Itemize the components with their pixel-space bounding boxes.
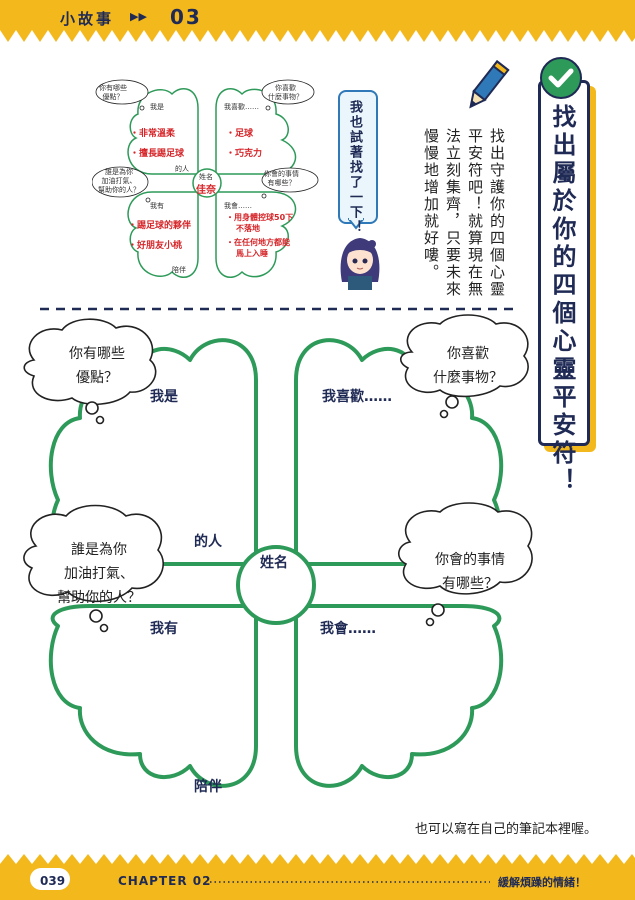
- example-item: ・巧克力: [226, 149, 263, 159]
- example-center-name: 佳奈: [196, 185, 216, 196]
- worksheet-q-line: 你喜歡: [447, 346, 489, 362]
- worksheet-q-line: 加油打氣、: [64, 566, 134, 582]
- worksheet-label-bottom-right: 我會……: [320, 621, 376, 637]
- speech-bubble: [338, 90, 378, 224]
- example-q-bottom-left-line: 誰是為你: [105, 168, 133, 176]
- worksheet-q-bottom-left: 誰是為你 加油打氣、 幫助你的人？: [44, 538, 154, 610]
- worksheet-center-label: 姓名: [260, 555, 288, 571]
- example-label-bottom: 陪伴: [172, 266, 186, 274]
- example-label-middle: 的人: [175, 165, 189, 173]
- body-text: 找出守護你的四個心靈平安符吧！就算現在無法立刻集齊，只要未來慢慢地增加就好嘍。: [422, 128, 506, 298]
- example-item: 馬上入睡: [236, 249, 268, 258]
- example-items-bottom-left: ・踢足球的夥伴 ・好朋友小桃: [128, 216, 191, 256]
- example-item: ・好朋友小桃: [128, 241, 183, 251]
- example-q-top-left: 你有哪些 優點？: [99, 84, 127, 102]
- worksheet-label-top-left: 我是: [150, 389, 178, 405]
- footer-band: [0, 854, 635, 900]
- worksheet-label-middle: 的人: [194, 534, 222, 550]
- worksheet-label-bottom: 陪伴: [194, 779, 222, 795]
- speech-text: 我也試著找了一下！: [347, 100, 362, 235]
- example-label-top-left: 我是: [150, 103, 164, 111]
- worksheet-q-line: 幫助你的人？: [57, 590, 141, 606]
- header-band: [0, 0, 635, 42]
- worksheet-label-top-right: 我喜歡……: [322, 389, 392, 405]
- example-item: 不落地: [236, 224, 260, 233]
- example-item: ・踢足球的夥伴: [128, 221, 192, 231]
- example-center-label: 姓名: [199, 173, 213, 181]
- worksheet-q-line: 你會的事情: [435, 552, 505, 568]
- example-items-top-left: ・非常溫柔 ・擅長踢足球: [130, 124, 184, 164]
- worksheet-q-top-left: 你有哪些 優點？: [52, 342, 142, 390]
- worksheet-clover: [23, 314, 533, 788]
- example-item: ・擅長踢足球: [130, 149, 185, 159]
- example-q-top-right-line: 你喜歡: [275, 84, 296, 92]
- chapter-subtitle: 緩解煩躁的情緒！: [498, 876, 586, 889]
- note-text: 也可以寫在自己的筆記本裡喔。: [415, 822, 598, 837]
- header-number: 03: [170, 5, 202, 29]
- example-q-top-left-line: 優點？: [102, 93, 124, 101]
- example-items-top-right: ・足球 ・巧克力: [226, 124, 262, 164]
- speech-tail: [348, 218, 364, 230]
- worksheet-label-bottom-left: 我有: [150, 621, 178, 637]
- example-item: ・非常溫柔: [130, 129, 176, 139]
- worksheet-q-line: 誰是為你: [71, 542, 127, 558]
- double-arrow-icon: ▶▶: [130, 10, 147, 23]
- girl-character-icon: [340, 238, 380, 290]
- heading-box: [538, 80, 590, 446]
- example-clover: [92, 79, 319, 278]
- worksheet-q-bottom-right: 你會的事情 有哪些？: [420, 548, 520, 596]
- page-heading: 找出屬於你的四個心靈平安符！: [548, 104, 576, 496]
- example-items-bottom-right: ・用身體控球50下 不落地 ・在任何地方都能 馬上入睡: [226, 212, 293, 259]
- worksheet-q-top-right: 你喜歡 什麼事物？: [418, 342, 518, 390]
- example-item: ・用身體控球50下: [226, 213, 294, 222]
- example-q-bottom-right-line: 有哪些？: [267, 179, 296, 187]
- example-q-bottom-left: 誰是為你 加油打氣、 幫助你的人？: [98, 168, 140, 195]
- example-q-bottom-right: 你會的事情 有哪些？: [264, 170, 299, 188]
- worksheet-q-line: 有哪些？: [442, 576, 498, 592]
- worksheet-q-line: 你有哪些: [69, 346, 125, 362]
- worksheet-q-line: 什麼事物？: [433, 370, 503, 386]
- check-icon: [540, 57, 582, 99]
- example-item: ・在任何地方都能: [226, 238, 290, 247]
- pencil-icon: [469, 60, 510, 109]
- example-item: ・足球: [226, 129, 254, 139]
- page-number: 039: [40, 874, 66, 888]
- chapter-label: CHAPTER 02: [118, 874, 212, 888]
- example-label-bottom-right: 我會……: [224, 202, 252, 210]
- example-q-top-right: 你喜歡 什麼事物？: [268, 84, 303, 102]
- example-label-top-right: 我喜歡……: [224, 103, 259, 111]
- example-q-bottom-left-line: 加油打氣、: [101, 177, 137, 185]
- example-q-bottom-right-line: 你會的事情: [264, 170, 299, 178]
- example-q-bottom-left-line: 幫助你的人？: [98, 186, 140, 194]
- example-q-top-right-line: 什麼事物？: [268, 93, 303, 101]
- example-label-bottom-left: 我有: [150, 202, 164, 210]
- dashed-divider: [40, 307, 520, 311]
- example-q-top-left-line: 你有哪些: [99, 84, 127, 92]
- header-title: 小故事: [60, 10, 115, 28]
- worksheet-q-line: 優點？: [76, 370, 118, 386]
